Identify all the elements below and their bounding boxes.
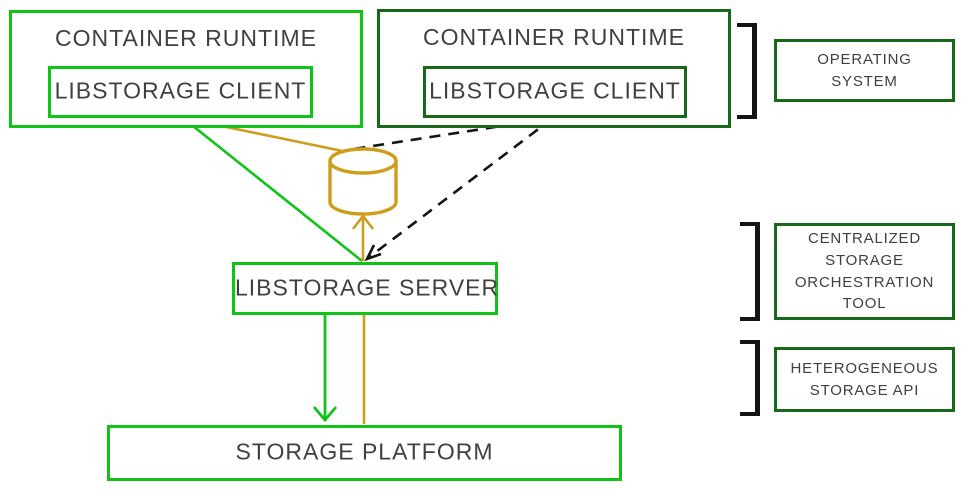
orchestration-tool-label: CENTRALIZED STORAGE ORCHESTRATION TOOL: [794, 230, 935, 313]
gold-arrow-server-to-database-icon: [351, 213, 375, 261]
dashed-arrow-right-client-to-server-icon: [364, 116, 554, 262]
container-runtime-left-title: CONTAINER RUNTIME: [55, 25, 317, 51]
bracket-storage-api-icon: [740, 340, 760, 416]
libstorage-client-right-box: LIBSTORAGE CLIENT: [423, 66, 687, 118]
orchestration-tool-box: CENTRALIZED STORAGE ORCHESTRATION TOOL: [774, 223, 955, 320]
container-runtime-right-title: CONTAINER RUNTIME: [423, 24, 685, 50]
bracket-operating-system-icon: [737, 23, 757, 119]
storage-platform-title: STORAGE PLATFORM: [235, 438, 494, 465]
green-line-left-client-to-server-icon: [182, 116, 363, 263]
libstorage-server-title: LIBSTORAGE SERVER: [235, 273, 500, 300]
storage-platform-box: STORAGE PLATFORM: [107, 425, 622, 481]
database-cylinder-icon: [328, 147, 398, 216]
container-runtime-left-box: CONTAINER RUNTIME LIBSTORAGE CLIENT: [9, 10, 363, 128]
libstorage-server-box: LIBSTORAGE SERVER: [232, 262, 498, 315]
storage-api-box: HETEROGENEOUS STORAGE API: [774, 347, 955, 412]
green-arrow-server-to-platform-icon: [312, 315, 338, 423]
operating-system-label: OPERATING SYSTEM: [817, 50, 912, 90]
libstorage-client-right-title: LIBSTORAGE CLIENT: [429, 77, 681, 104]
container-runtime-right-box: CONTAINER RUNTIME LIBSTORAGE CLIENT: [377, 9, 731, 128]
bracket-orchestration-tool-icon: [740, 222, 760, 321]
storage-api-label: HETEROGENEOUS STORAGE API: [790, 359, 939, 399]
operating-system-box: OPERATING SYSTEM: [774, 39, 955, 102]
libstorage-client-left-box: LIBSTORAGE CLIENT: [48, 66, 313, 118]
libstorage-client-left-title: LIBSTORAGE CLIENT: [54, 77, 307, 104]
